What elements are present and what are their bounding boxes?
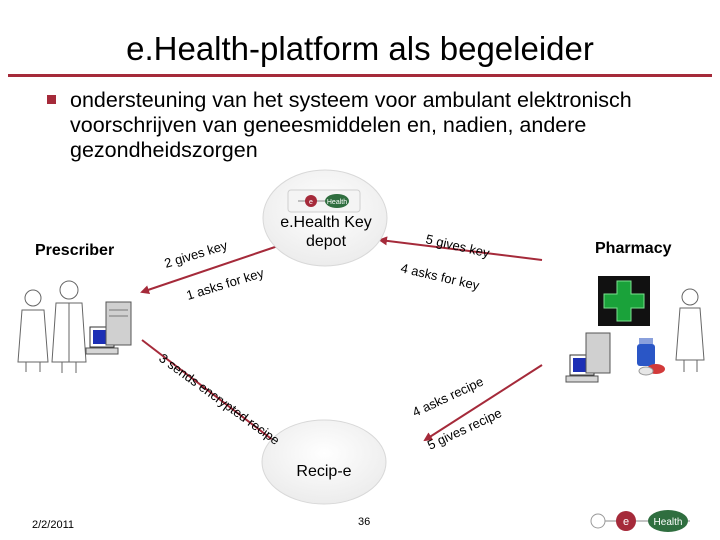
pharmacy-computer xyxy=(565,332,611,383)
edge-label-5b: 5 gives recipe xyxy=(425,405,504,452)
page-number: 36 xyxy=(358,516,371,528)
pharmacy-label: Pharmacy xyxy=(595,240,672,257)
key-depot-logo: e Health xyxy=(287,189,361,213)
arrow-group xyxy=(140,236,543,446)
edge-label-1: 1 asks for key xyxy=(184,265,266,303)
edge-label-5a: 5 gives key xyxy=(424,231,491,260)
svg-text:e: e xyxy=(623,516,629,528)
svg-text:Health: Health xyxy=(654,517,683,528)
recipe-label: Recip-e xyxy=(296,463,352,480)
pharmacist-illustration xyxy=(675,288,705,372)
recipe-node xyxy=(261,419,387,505)
bullet-marker xyxy=(47,95,56,104)
edge-label-4a: 4 asks for key xyxy=(399,260,481,293)
arrow-sends-recipe xyxy=(141,339,280,446)
arrow-asks-recipe xyxy=(423,364,543,442)
pharmacy-cross-sign xyxy=(598,276,650,326)
edge-label-3: 3 sends encrypted recipe xyxy=(156,350,282,448)
svg-text:e: e xyxy=(309,199,313,206)
svg-text:Health: Health xyxy=(327,199,347,206)
key-depot-label: e.Health Key depot xyxy=(280,214,372,250)
prescriber-illustration xyxy=(17,280,87,373)
arrow-asks-for-key xyxy=(140,245,279,295)
arrow-asks-for-key-pharmacy xyxy=(378,236,543,261)
slide-title: e.Health-platform als begeleider xyxy=(126,30,594,67)
medicine-bottles xyxy=(637,338,665,376)
prescriber-computer xyxy=(85,301,132,355)
edge-label-4b: 4 asks recipe xyxy=(410,374,486,420)
prescriber-label: Prescriber xyxy=(35,242,115,259)
title-divider xyxy=(8,74,712,77)
bullet-text: ondersteuning van het systeem voor ambul… xyxy=(70,88,632,162)
ehealth-logo: e Health xyxy=(590,510,690,532)
slide-date: 2/2/2011 xyxy=(32,519,75,531)
